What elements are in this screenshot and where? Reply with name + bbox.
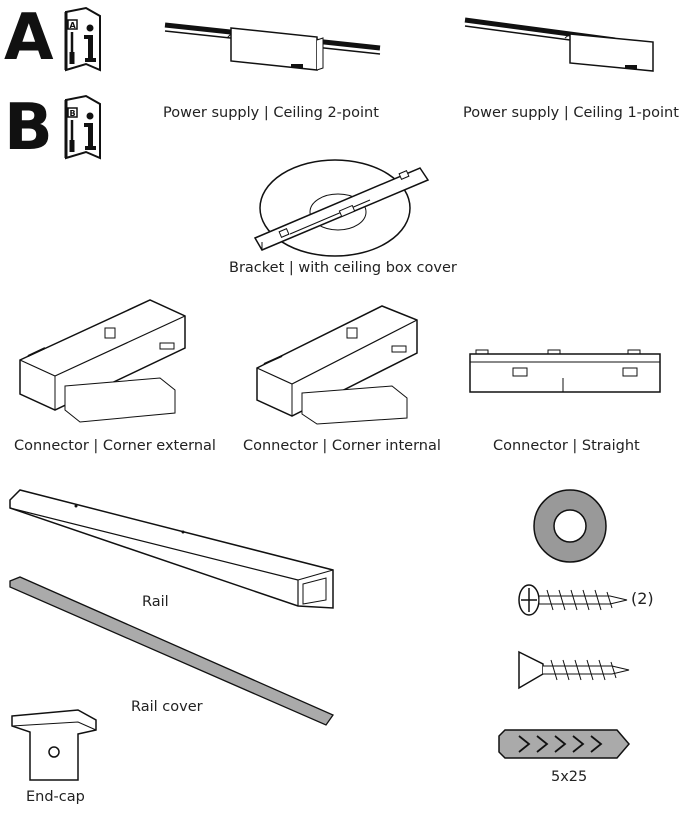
washer-icon xyxy=(533,489,607,563)
rail-drawing xyxy=(9,489,334,609)
rail-label: Rail xyxy=(142,594,169,610)
connector-straight-label: Connector | Straight xyxy=(493,438,640,454)
manual-b-letter: B xyxy=(4,91,53,165)
end-cap-drawing xyxy=(11,709,97,781)
power-supply-1-point-drawing xyxy=(464,17,654,72)
connector-straight-drawing xyxy=(469,349,661,393)
manual-b-icon: B xyxy=(64,94,101,160)
manual-a-tab: A xyxy=(70,21,77,30)
manual-a-letter: A xyxy=(4,1,54,75)
pan-head-screw-icon xyxy=(518,584,628,616)
power-supply-2-point-drawing xyxy=(164,22,381,71)
manual-b-tab: B xyxy=(70,109,76,118)
wall-plug-icon xyxy=(498,729,630,759)
bracket-drawing xyxy=(253,159,430,257)
connector-corner-external-drawing xyxy=(19,299,186,423)
rail-cover-label: Rail cover xyxy=(131,699,203,715)
bracket-label: Bracket | with ceiling box cover xyxy=(229,260,457,276)
screw-quantity: (2) xyxy=(631,589,654,608)
connector-corner-internal-label: Connector | Corner internal xyxy=(243,438,441,454)
wall-plug-size: 5x25 xyxy=(551,769,588,785)
countersunk-screw-icon xyxy=(518,650,630,690)
power-supply-2-point-label: Power supply | Ceiling 2-point xyxy=(163,105,379,121)
manual-a-icon: A xyxy=(64,6,101,72)
connector-corner-internal-drawing xyxy=(256,305,418,425)
connector-corner-external-label: Connector | Corner external xyxy=(14,438,216,454)
rail-cover-drawing xyxy=(9,576,334,726)
power-supply-1-point-label: Power supply | Ceiling 1-point xyxy=(463,105,679,121)
end-cap-label: End-cap xyxy=(26,789,85,805)
